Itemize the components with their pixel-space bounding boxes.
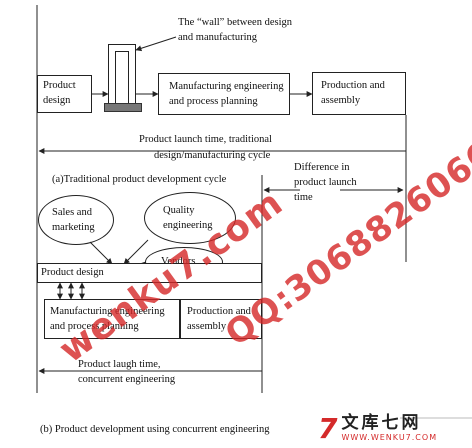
wall-label-line1: The “wall” between design [178,17,292,28]
production-box-top: Production and assembly [312,72,406,115]
vendors-label: Vendors [161,256,196,267]
sales-to-design-arrow [89,241,113,265]
quality-label-2: engineering [163,220,213,231]
quality-to-design-arrow [123,239,149,265]
wall-label-line2: and manufacturing [178,32,258,43]
manufacturing-bottom-label-1: Manufacturing engineering [50,306,165,317]
wall-base [104,103,142,112]
caption-traditional: (a)Traditional product development cycle [52,174,227,185]
product-design-label-1: Product [43,80,76,91]
product-design-bottom-label: Product design [41,267,104,278]
logo-url-text: WWW.WENKU7.COM [341,433,438,442]
production-label-1: Production and [321,80,385,91]
sales-label-2: marketing [52,222,95,233]
manufacturing-label-1: Manufacturing engineering [169,81,284,92]
manufacturing-box-bottom: Manufacturing engineering and process pl… [44,299,180,339]
production-bottom-label-1: Production and [187,306,251,317]
sales-label-1: Sales and [52,207,92,218]
footer-logo: 7 文库七网 WWW.WENKU7.COM [318,414,437,443]
production-label-2: assembly [321,95,361,106]
logo-chinese-text: 文库七网 [341,413,422,433]
product-design-box-top: Product design [37,75,92,113]
logo-mark-icon: 7 [318,411,338,445]
product-design-box-bottom: Product design [37,263,262,283]
quality-label-1: Quality [163,205,195,216]
wall-label-arrow [135,36,177,52]
quality-engineering-ellipse [144,192,236,244]
concurrent-launch-line1: Product laugh time, [78,359,161,370]
manufacturing-bottom-label-2: and process planning [50,321,139,332]
production-bottom-label-2: assembly [187,321,227,332]
difference-line2: product launch [294,177,357,188]
product-design-label-2: design [43,95,71,106]
traditional-launch-line2: design/manufacturing cycle [154,150,271,161]
difference-line1: Difference in [294,162,350,173]
wall-inner [115,51,129,103]
manufacturing-label-2: and process planning [169,96,258,107]
manufacturing-box-top: Manufacturing engineering and process pl… [158,73,290,115]
difference-line3: time [294,192,313,203]
sales-marketing-ellipse [38,195,114,245]
production-box-bottom: Production and assembly [180,299,262,339]
caption-concurrent: (b) Product development using concurrent… [40,424,270,435]
concurrent-launch-line2: concurrent engineering [78,374,176,385]
traditional-launch-line1: Product launch time, traditional [139,134,272,145]
